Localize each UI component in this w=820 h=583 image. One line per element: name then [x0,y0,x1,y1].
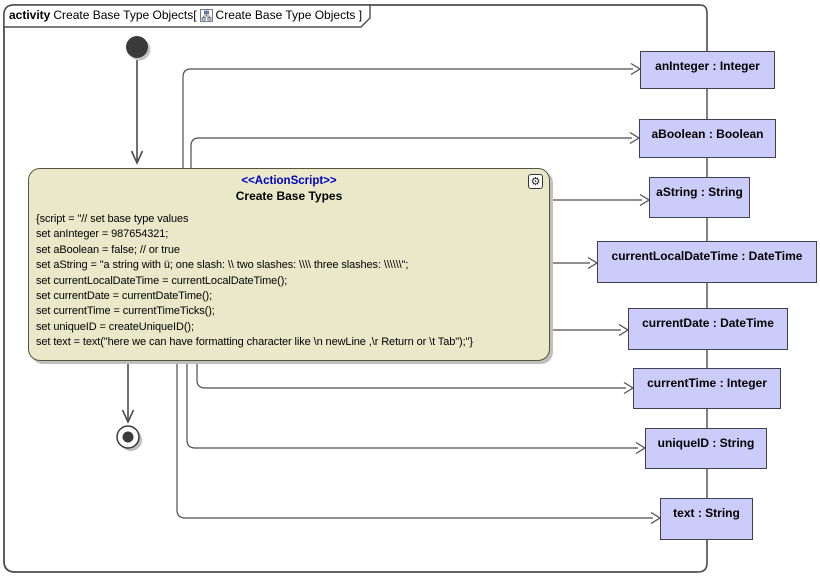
connector-aninteger [182,62,642,168]
activity-diagram-icon [199,8,213,22]
script-line: set currentDate = currentDateTime(); [36,290,213,303]
connector-astring [552,193,651,207]
object-chain-top [699,4,708,51]
connector-currenttime [196,361,635,395]
connector-currentdate [552,323,630,337]
connector-aboolean [190,131,641,168]
script-line: set uniqueID = createUniqueID(); [36,320,194,333]
frame-label-pentagon [3,4,371,28]
frame-title-pre: Create Base Type Objects[ [53,8,197,22]
object-chain-bottom [697,540,708,573]
initial-node[interactable] [126,36,151,61]
connector-text [176,361,662,525]
action-node-create-base-types[interactable]: ⚙ <<ActionScript>> Create Base Types {sc… [28,168,550,361]
stereotype-label: <<ActionScript>> [241,175,337,187]
action-title: Create Base Types [235,189,343,203]
frame-title: activity Create Base Type Objects[ Creat… [9,7,365,23]
final-node[interactable] [116,425,142,451]
script-line: set currentLocalDateTime = currentLocalD… [36,274,288,287]
script-line: {script = "// set base type values [36,213,189,225]
object-node-currenttime[interactable]: currentTime : Integer [633,368,781,409]
frame-title-ref: Create Base Type Objects ] [215,8,363,22]
activity-keyword: activity [9,8,51,22]
action-script-text: {script = "// set base type values set a… [36,212,549,351]
object-node-astring[interactable]: aString : String [649,177,750,218]
script-line: set aBoolean = false; // or true [36,243,180,256]
object-node-aninteger[interactable]: anInteger : Integer [640,51,775,89]
object-node-text[interactable]: text : String [660,498,753,540]
object-node-currentlocaldatetime[interactable]: currentLocalDateTime : DateTime [597,241,817,283]
script-line: set text = text("here we can have format… [36,336,473,349]
connector-currentlocaldatetime [552,256,599,270]
object-node-currentdate[interactable]: currentDate : DateTime [628,308,788,350]
gear-icon: ⚙ [528,174,543,189]
initial-flow-edge [130,59,144,165]
script-line: set anInteger = 987654321; [36,228,169,241]
final-flow-edge [121,361,135,424]
object-node-uniqueid[interactable]: uniqueID : String [645,428,767,469]
script-line: set currentTime = currentTimeTicks(); [36,305,215,318]
connector-uniqueid [186,361,647,455]
object-node-aboolean[interactable]: aBoolean : Boolean [639,119,776,158]
script-line: set aString = "a string with ü; one slas… [36,259,409,272]
